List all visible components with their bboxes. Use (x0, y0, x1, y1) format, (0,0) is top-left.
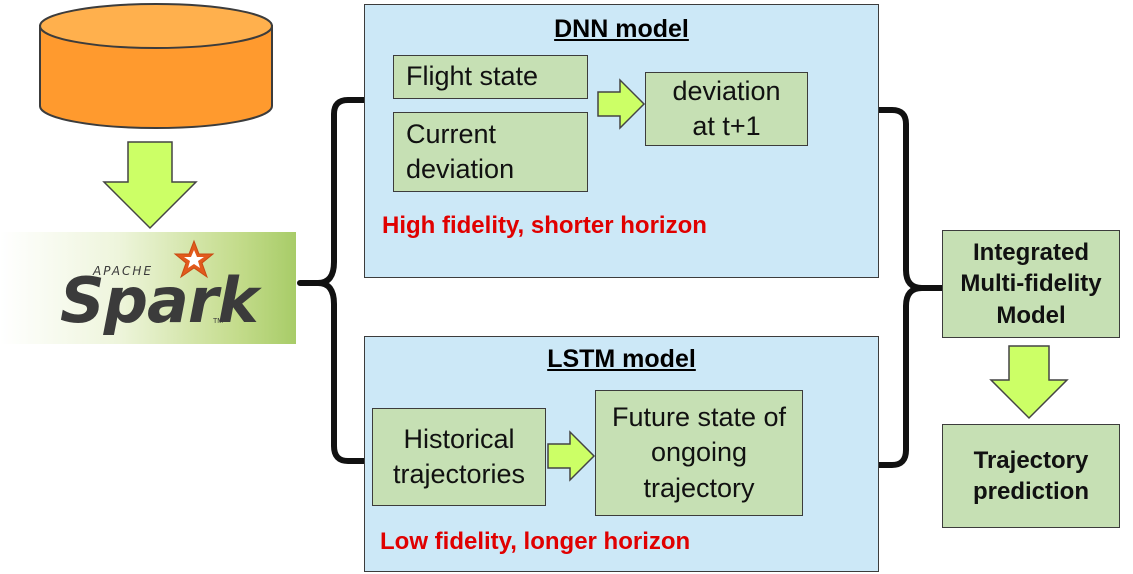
flight-state-box: Flight state (393, 55, 588, 99)
database-icon (39, 3, 273, 129)
lstm-model-title: LSTM model (547, 345, 696, 373)
trajectory-prediction-box: Trajectory prediction (942, 424, 1120, 528)
flight-state-label: Flight state (406, 61, 539, 92)
apache-label: APACHE (93, 264, 154, 278)
historical-trajectories-box: Historical trajectories (372, 408, 546, 506)
down-arrow-icon (102, 141, 198, 230)
integrated-model-label: Integrated Multi-fidelity Model (960, 239, 1102, 329)
deviation-output-label: deviation at t+1 (672, 75, 781, 141)
dnn-model-title: DNN model (554, 15, 689, 43)
future-state-label: Future state of ongoing trajectory (611, 402, 787, 503)
trademark-label: TM (213, 318, 224, 325)
spark-label: Spark (60, 264, 259, 337)
integrated-model-box: Integrated Multi-fidelity Model (942, 230, 1120, 338)
down-arrow-icon (989, 345, 1069, 420)
lstm-fidelity-note: Low fidelity, longer horizon (380, 528, 691, 555)
dnn-arrow-icon (597, 78, 646, 130)
current-deviation-box: Current deviation (393, 112, 588, 192)
deviation-output-box: deviation at t+1 (645, 72, 808, 146)
historical-trajectories-label: Historical trajectories (392, 423, 526, 489)
future-state-box: Future state of ongoing trajectory (595, 390, 803, 516)
trajectory-prediction-label: Trajectory prediction (972, 446, 1089, 505)
current-deviation-label: Current deviation (406, 118, 515, 184)
spark-logo-box (0, 232, 296, 344)
lstm-arrow-icon (547, 430, 596, 482)
spark-star-icon (173, 239, 215, 279)
dnn-fidelity-note: High fidelity, shorter horizon (382, 212, 707, 239)
